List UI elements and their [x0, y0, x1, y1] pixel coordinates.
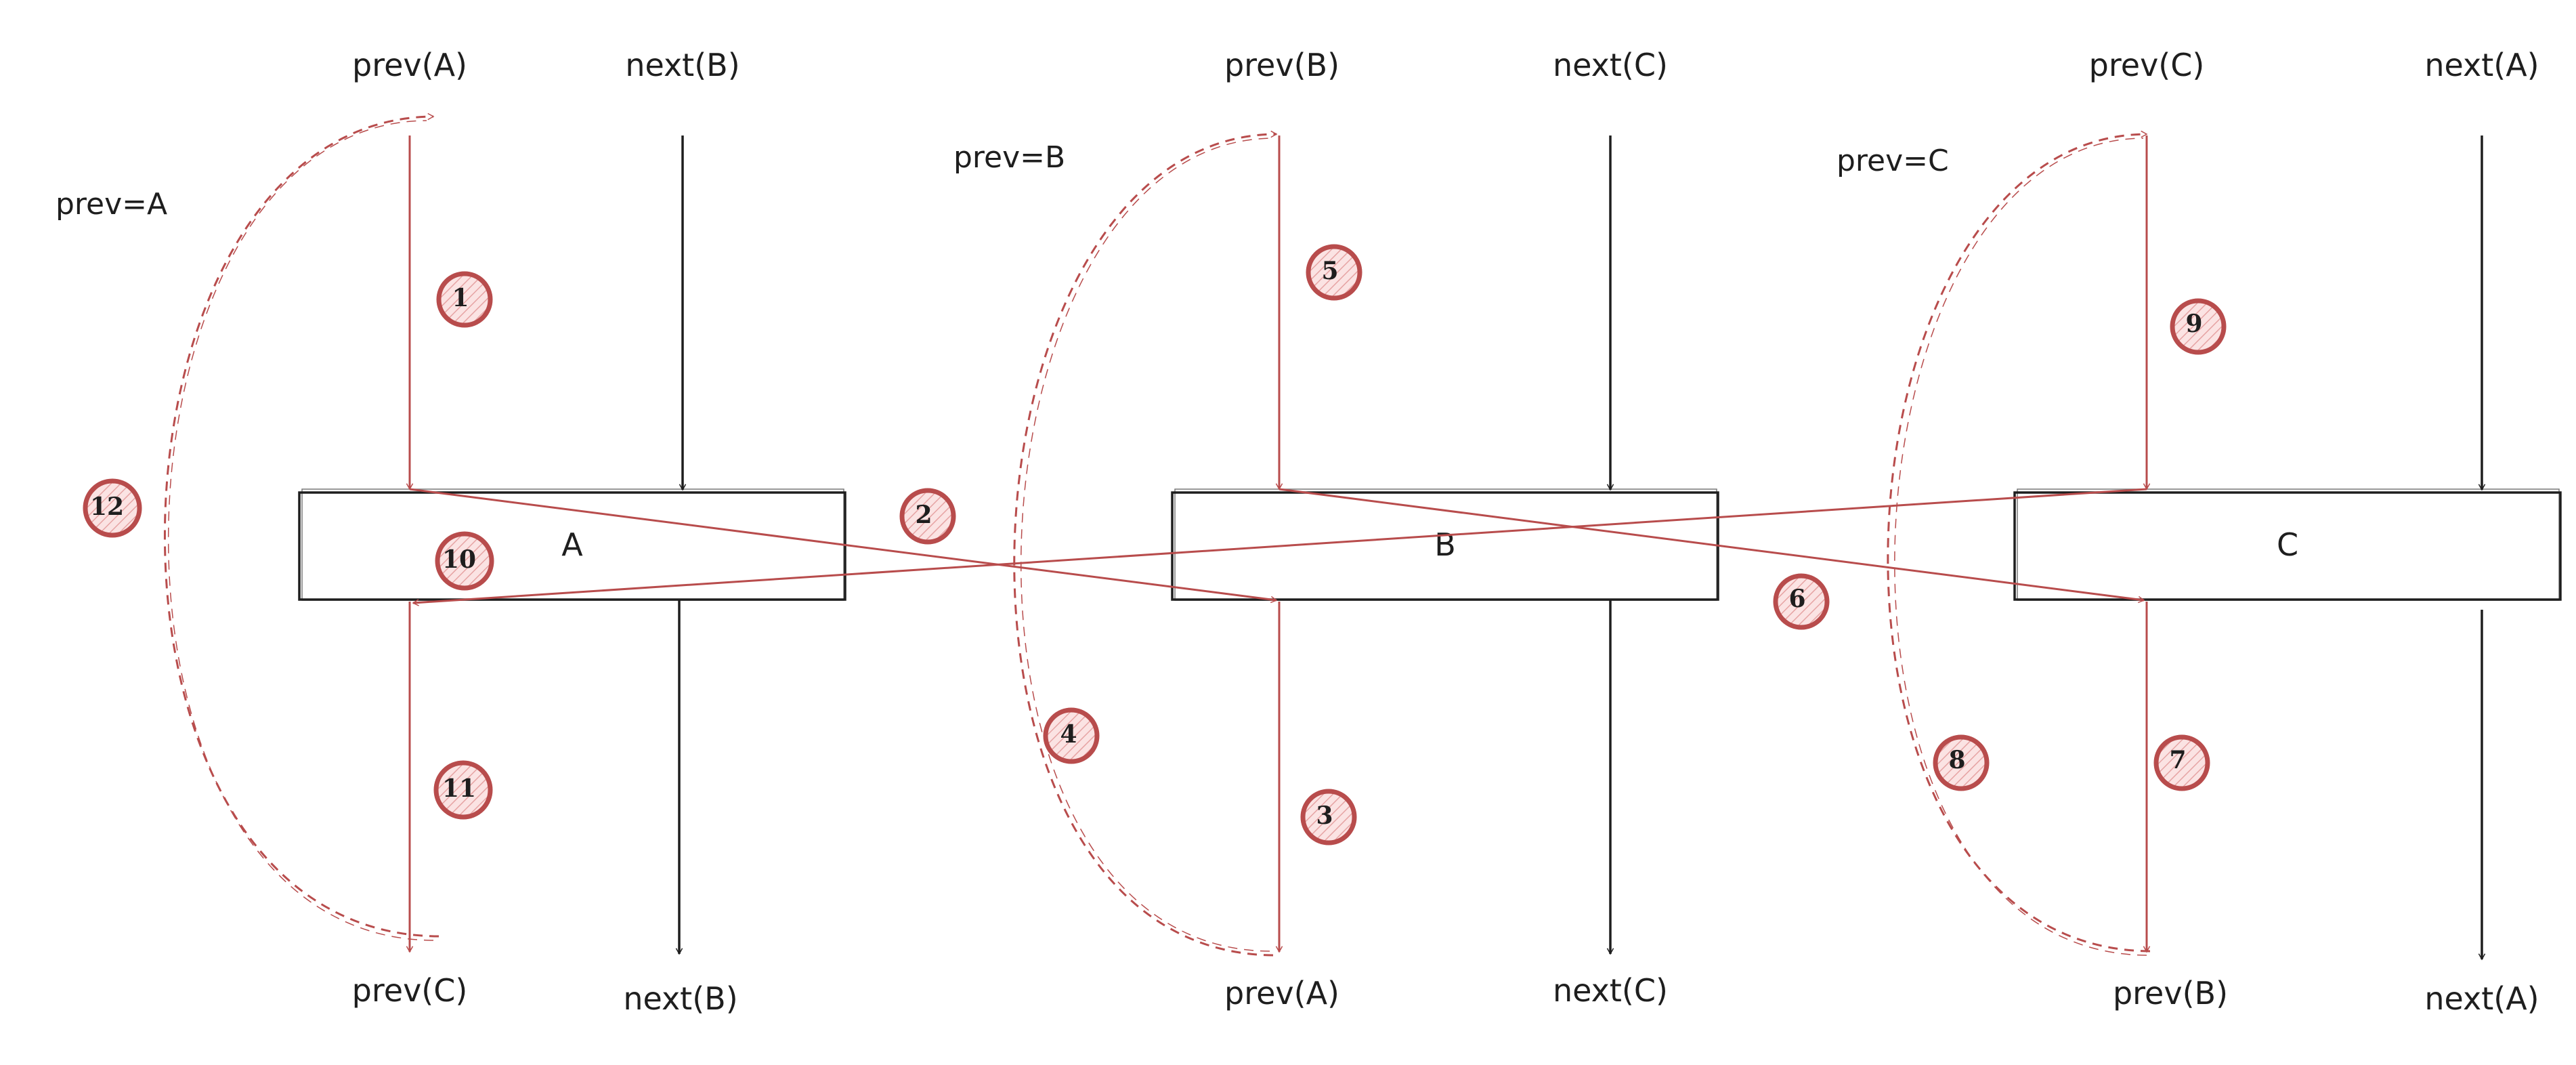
- diagonal-arrows: [409, 488, 2147, 606]
- step-badge-1: 1: [436, 271, 493, 328]
- assignment-prev-c: prev=C: [1837, 144, 1949, 178]
- step-badge-9: 9: [2170, 298, 2227, 355]
- next-pointer-arrows: [675, 135, 2486, 961]
- label-a-bottom-next: next(B): [623, 980, 737, 1017]
- node-b-label: B: [1434, 526, 1456, 563]
- label-a-bottom-prev: prev(C): [352, 972, 468, 1009]
- step-badge-12: 12: [83, 478, 142, 538]
- label-b-bottom-next: next(C): [1553, 972, 1668, 1009]
- node-c: C: [2013, 488, 2562, 601]
- label-a-top-prev: prev(A): [352, 47, 467, 83]
- pointer-labels: prev(A) next(B) prev(B) next(C) prev(C) …: [352, 47, 2539, 1017]
- step-badge-7: 7: [2153, 734, 2210, 791]
- svg-text:12: 12: [90, 493, 124, 521]
- step-badge-6: 6: [1773, 573, 1830, 630]
- label-c-bottom-next: next(A): [2424, 980, 2539, 1017]
- step-badge-8: 8: [1933, 734, 1990, 791]
- node-a: A: [298, 488, 846, 601]
- arrow-c-to-a-prev: [412, 488, 2147, 606]
- dashed-curve-arrows: [164, 112, 2151, 957]
- node-c-box: [2013, 491, 2562, 601]
- step-badge-3: 3: [1300, 789, 1357, 845]
- label-b-top-prev: prev(B): [1224, 47, 1339, 83]
- arrow-a-to-b-prev: [409, 488, 1278, 604]
- curve-c: [1887, 130, 2151, 953]
- label-c-top-next: next(A): [2424, 47, 2539, 83]
- prev-pointer-arrows: [406, 135, 2151, 953]
- node-a-label: A: [561, 526, 583, 563]
- node-c-label: C: [2277, 526, 2298, 563]
- svg-text:8: 8: [1948, 746, 1965, 774]
- curve-b: [1013, 130, 1278, 957]
- svg-text:1: 1: [452, 284, 469, 312]
- step-badge-4: 4: [1043, 707, 1100, 764]
- assignment-labels: prev=A prev=B prev=C: [56, 140, 1949, 222]
- step-badge-5: 5: [1306, 244, 1362, 301]
- svg-text:5: 5: [1321, 257, 1338, 285]
- label-b-top-next: next(C): [1553, 47, 1668, 83]
- label-a-top-next: next(B): [625, 47, 739, 83]
- arrow-b-to-c-prev: [1279, 488, 2145, 604]
- assignment-prev-a: prev=A: [56, 187, 167, 222]
- svg-text:9: 9: [2185, 310, 2202, 338]
- step-badge-11: 11: [433, 760, 493, 820]
- label-c-top-prev: prev(C): [2089, 47, 2205, 83]
- node-a-box: [298, 491, 846, 601]
- node-b: B: [1171, 488, 1719, 601]
- svg-text:6: 6: [1788, 585, 1805, 613]
- svg-text:3: 3: [1316, 801, 1333, 830]
- svg-text:4: 4: [1060, 720, 1077, 749]
- svg-text:7: 7: [2169, 746, 2186, 774]
- svg-text:11: 11: [442, 774, 476, 803]
- svg-text:2: 2: [915, 501, 932, 529]
- label-c-bottom-prev: prev(B): [2113, 975, 2228, 1011]
- step-badge-2: 2: [899, 488, 956, 545]
- step-badges: 1 2 3 4 5 6 7 8: [83, 244, 2227, 845]
- svg-text:10: 10: [442, 545, 476, 574]
- step-badge-10: 10: [435, 531, 494, 591]
- assignment-prev-b: prev=B: [953, 140, 1065, 175]
- label-b-bottom-prev: prev(A): [1224, 975, 1339, 1011]
